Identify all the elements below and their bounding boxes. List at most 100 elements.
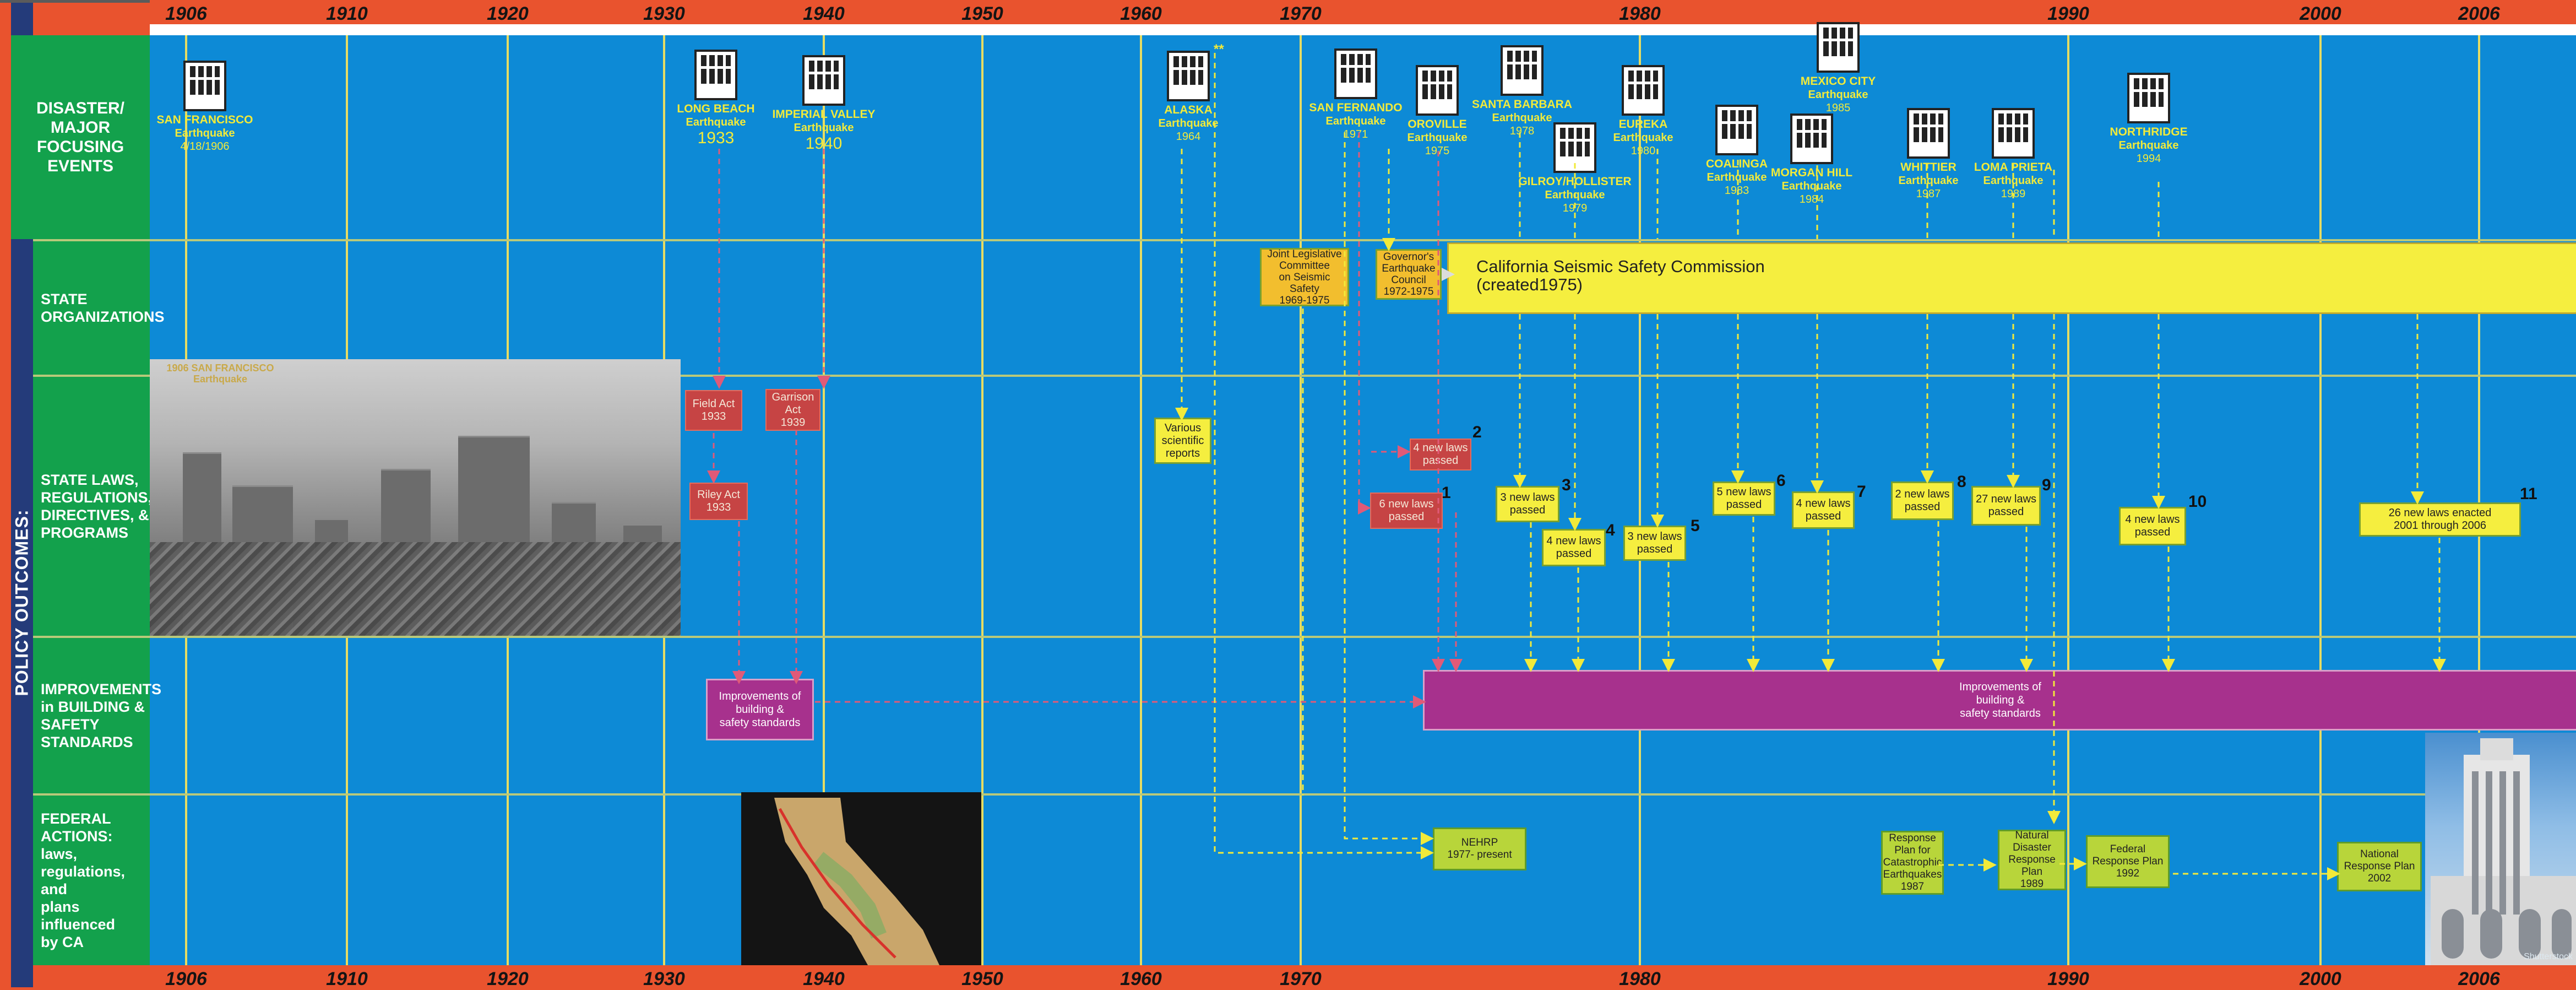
axis-year-label: 1906 [153,3,219,25]
axis-year-label: 1960 [1108,3,1174,25]
axis-year-label: 2000 [2287,969,2354,990]
federal-action-box: National Response Plan 2002 [2337,842,2422,891]
row-heading-state-organizations: STATE ORGANIZATIONS [33,241,150,375]
event-name: ALASKA [1117,104,1260,117]
building-icon [183,61,226,111]
law-footnote-number: 6 [1776,472,1786,490]
california-map-shape [741,792,981,965]
state-law-box: Field Act 1933 [685,390,742,431]
law-footnote-number: 3 [1562,476,1571,495]
row-divider [33,793,2576,796]
improvements-early-box: Improvements of building & safety standa… [706,679,814,740]
axis-year-label: 1950 [949,3,1015,25]
event-type: Earthquake [2077,139,2220,152]
law-footnote-number: 11 [2520,485,2537,504]
axis-year-label: 1940 [791,969,857,990]
year-gridline [1300,35,1302,965]
year-gridline [1140,35,1142,965]
photo-watermark: Shutterstock [2524,952,2573,962]
california-seismic-safety-commission-bar: California Seismic Safety Commission (cr… [1447,242,2576,314]
building-icon [2127,73,2170,123]
state-law-box: 4 new laws passed [1792,491,1855,529]
disaster-event: LOMA PRIETAEarthquake1989 [1942,108,2085,201]
law-footnote-number: 2 [1472,423,1482,442]
state-law-box: Riley Act 1933 [689,483,748,520]
year-gridline [981,35,983,965]
city-hall-photo: Shutterstock [2425,733,2576,965]
row-heading-state-laws: STATE LAWS, REGULATIONS, DIRECTIVES, & P… [33,377,150,636]
building-icon [1817,22,1860,73]
building-icon [802,55,845,106]
law-footnote-number: 7 [1857,483,1866,501]
axis-year-label: 1980 [1607,3,1673,25]
event-date: 1989 [1942,187,2085,201]
axis-year-label: 1990 [2035,969,2101,990]
row-divider [33,239,2576,241]
law-footnote-number: 8 [1957,473,1966,491]
axis-year-label: 2006 [2446,969,2512,990]
state-law-box: 4 new laws passed [1410,439,1471,470]
event-date: 1964 [1117,130,1260,143]
row-heading-federal-actions: FEDERAL ACTIONS: laws, regulations, and … [33,796,150,965]
state-law-box: 3 new laws passed [1623,526,1686,561]
event-type: Earthquake [1117,117,1260,130]
state-law-box: 26 new laws enacted 2001 through 2006 [2359,502,2521,537]
event-name: LOMA PRIETA [1942,161,2085,174]
federal-action-box: Federal Response Plan 1992 [2086,835,2170,888]
photo-rubble [150,542,681,636]
row-divider [33,636,2576,638]
san-francisco-1906-photo: 1906 SAN FRANCISCO Earthquake [150,359,681,636]
event-type: Earthquake [1942,174,2085,187]
building-icon [1790,113,1833,164]
joint-legislative-committee-box: Joint Legislative Committee on Seismic S… [1260,248,1349,306]
policy-outcomes-label: POLICY OUTCOMES: [12,510,32,696]
event-date: 1975 [1366,144,1509,158]
state-law-box: Garrison Act 1939 [765,389,820,431]
event-name: IMPERIAL VALLEY [752,108,895,121]
axis-year-label: 1910 [314,3,380,25]
event-date: 4/18/1906 [133,140,276,153]
improvements-later-bar: Improvements of building & safety standa… [1423,670,2576,731]
axis-year-label: 1940 [791,3,857,25]
building-icon [1501,45,1544,96]
federal-action-box: NEHRP 1977- present [1433,827,1526,870]
governors-earthquake-council-box: Governor's Earthquake Council 1972-1975 [1376,249,1442,300]
axis-year-label: 1970 [1268,969,1334,990]
law-footnote-number: 10 [2188,493,2207,511]
federal-action-box: Natural Disaster Response Plan 1989 [1998,830,2066,890]
axis-year-label: 1970 [1268,3,1334,25]
state-law-box: 2 new laws passed [1891,482,1954,520]
event-type: Earthquake [1767,88,1910,101]
state-law-box: 6 new laws passed [1370,493,1443,529]
disaster-event: IMPERIAL VALLEYEarthquake1940 [752,55,895,153]
row-heading-improvements: IMPROVEMENTS in BUILDING & SAFETY STANDA… [33,638,150,793]
policy-outcomes-heading: POLICY OUTCOMES: [11,240,33,965]
axis-year-label: 2000 [2287,3,2354,25]
event-date: 1994 [2077,152,2220,165]
disaster-events-label: DISASTER/ MAJOR FOCUSING EVENTS [36,99,124,176]
left-edge-strip [0,0,11,987]
axis-year-label: 1920 [475,969,541,990]
event-type: Earthquake [1503,188,1646,202]
event-name: NORTHRIDGE [2077,126,2220,139]
event-date: 1940 [752,134,895,153]
axis-year-label: 2006 [2446,3,2512,25]
state-law-box: 4 new laws passed [2119,507,2186,545]
building-icon [694,50,737,100]
building-icon [1622,65,1665,116]
law-footnote-number: 9 [2042,476,2051,495]
axis-year-label: 1906 [153,969,219,990]
axis-year-label: 1930 [631,969,697,990]
state-law-box: 4 new laws passed [1542,529,1606,566]
law-footnote-number: 5 [1691,517,1700,535]
state-law-box: Various scientific reports [1154,418,1211,464]
axis-year-label: 1960 [1108,969,1174,990]
city-hall-shape [2425,733,2576,965]
event-name: GILROY/HOLLISTER [1503,175,1646,188]
federal-action-box: Response Plan for Catastrophic Earthquak… [1881,831,1944,895]
